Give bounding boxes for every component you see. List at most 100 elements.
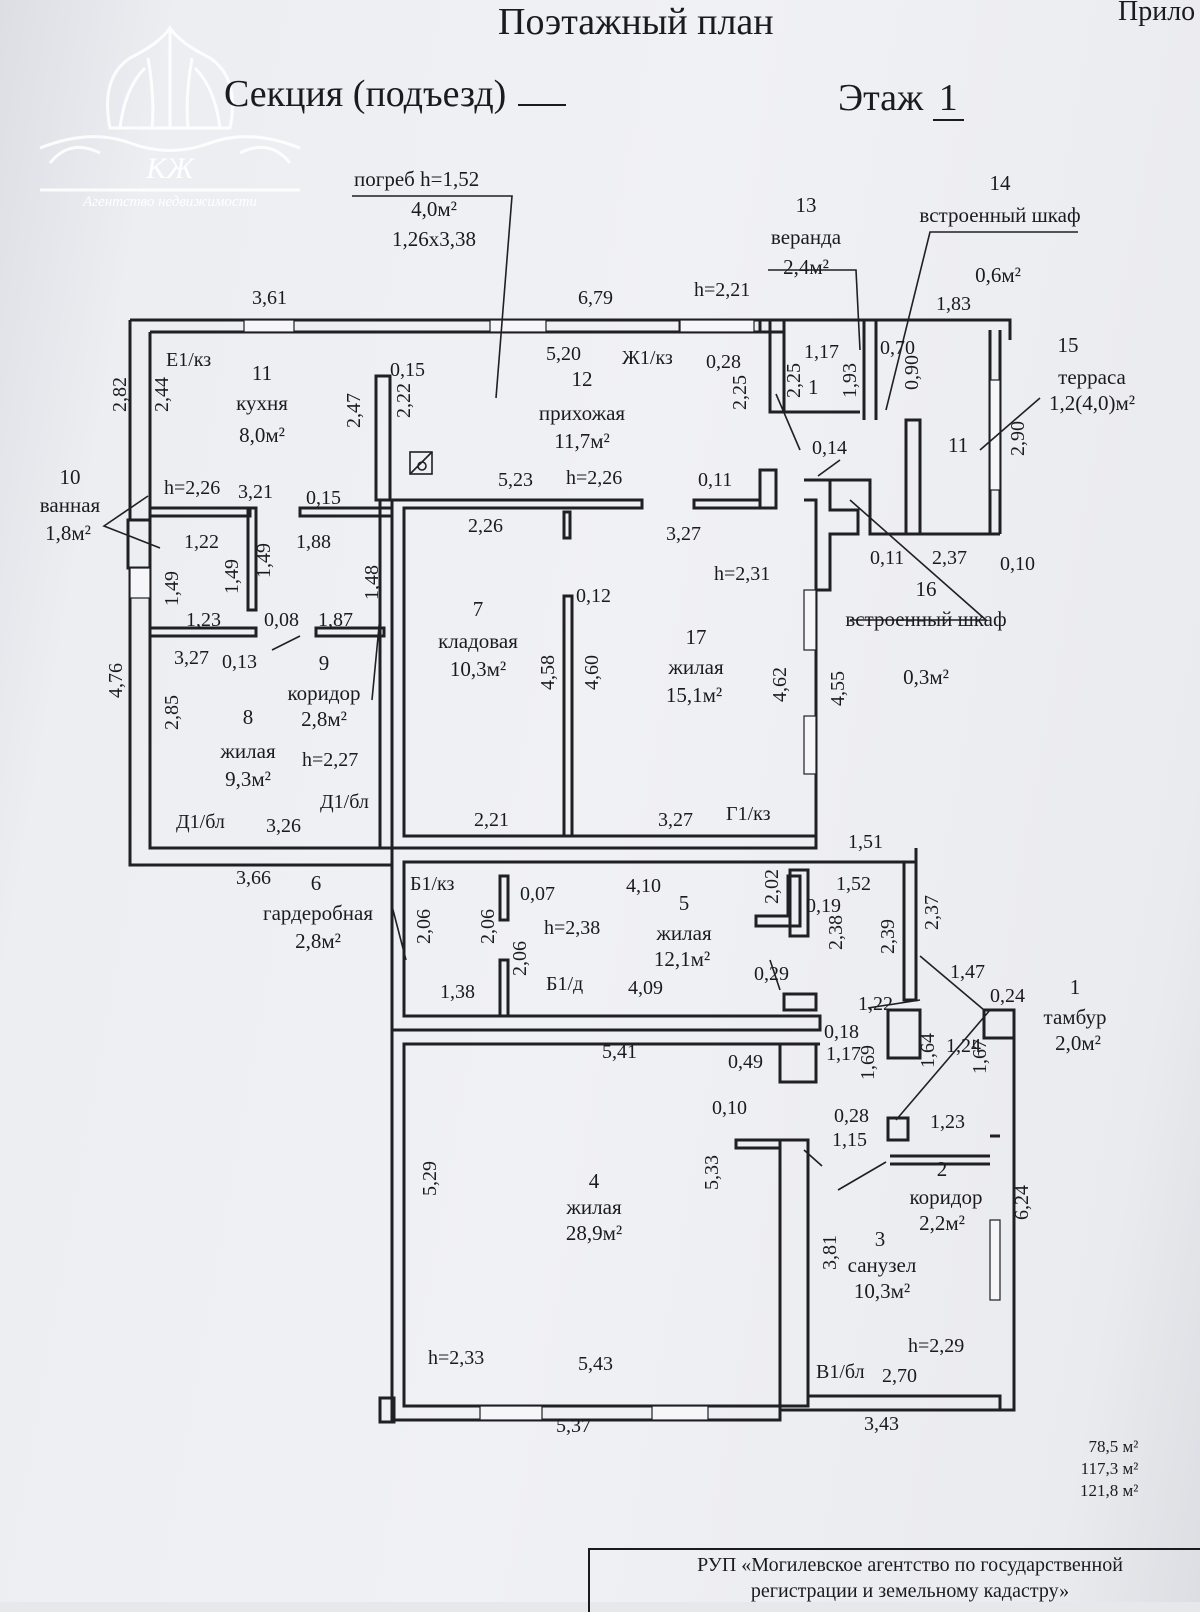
floor-number: 1 bbox=[932, 77, 964, 121]
dimension-value: 3,26 bbox=[266, 815, 301, 837]
dimension-value: 2,22 bbox=[393, 383, 415, 418]
room-6-area: 2,8м² bbox=[295, 929, 341, 953]
wall-mark: Г1/кз bbox=[726, 803, 771, 825]
agency-line-2: регистрации и земельному кадастру» bbox=[750, 1580, 1070, 1602]
dimension-value: 1,47 bbox=[950, 961, 985, 983]
dimension-value: 4,60 bbox=[581, 655, 603, 690]
dimension-value: 1,17 bbox=[826, 1043, 861, 1065]
dimension-value: 5,33 bbox=[701, 1155, 723, 1190]
dimension-value: 1,83 bbox=[936, 293, 971, 315]
room-labels: 1 тамбур 2,0м² 2 коридор 2,2м² 3 санузел… bbox=[40, 167, 1135, 1303]
dimension-value: 1,17 bbox=[804, 341, 839, 363]
dimension-value: 1,22 bbox=[184, 531, 219, 553]
room-10-area: 1,8м² bbox=[45, 521, 91, 545]
room-8-name: жилая bbox=[219, 739, 276, 763]
room-2-number: 2 bbox=[937, 1157, 948, 1181]
room-7-area: 10,3м² bbox=[450, 657, 506, 681]
floor-label: Этаж 1 bbox=[838, 76, 964, 121]
room-1-number: 1 bbox=[1070, 975, 1081, 999]
dimension-value: 4,10 bbox=[626, 875, 661, 897]
dimension-value: 5,43 bbox=[578, 1353, 613, 1375]
room-9-area: 2,8м² bbox=[301, 707, 347, 731]
room-3-area: 10,3м² bbox=[854, 1279, 910, 1303]
section-label-text: Секция (подъезд) bbox=[224, 73, 507, 115]
dimension-value: 1,49 bbox=[161, 571, 183, 606]
height-label: h=2,33 bbox=[428, 1347, 484, 1369]
room-10-number: 10 bbox=[60, 465, 81, 489]
height-label: h=2,29 bbox=[908, 1335, 964, 1357]
total-area-2: 117,3 м² bbox=[1080, 1459, 1139, 1478]
dimension-value: 1,69 bbox=[857, 1045, 879, 1080]
wall-mark: Ж1/кз bbox=[622, 347, 673, 369]
dimension-value: 2,37 bbox=[932, 547, 967, 569]
dimension-value: 0,10 bbox=[712, 1097, 747, 1119]
area-totals: 78,5 м² 117,3 м² 121,8 м² bbox=[1080, 1436, 1138, 1502]
dimension-value: 2,06 bbox=[413, 909, 435, 944]
dimension-value: 2,90 bbox=[1007, 421, 1029, 456]
room-8-area: 9,3м² bbox=[225, 767, 271, 791]
dimension-value: 3,66 bbox=[236, 867, 271, 889]
dimension-value: 2,44 bbox=[151, 377, 173, 412]
dimension-value: 2,02 bbox=[761, 869, 783, 904]
height-labels: h=2,21 h=2,26 h=2,26 h=2,31 h=2,27 h=2,3… bbox=[164, 279, 964, 1369]
height-label: h=2,21 bbox=[694, 279, 750, 301]
appendix-label: Прило bbox=[1118, 0, 1196, 27]
section-label: Секция (подъезд) bbox=[224, 72, 567, 116]
dimension-value: 1,23 bbox=[186, 609, 221, 631]
dimension-value: 1,48 bbox=[361, 565, 383, 600]
room-5-area: 12,1м² bbox=[654, 947, 710, 971]
room-15-name: терраса bbox=[1058, 365, 1126, 389]
dimension-value: 0,11 bbox=[870, 547, 904, 569]
dimension-value: 0,19 bbox=[806, 895, 841, 917]
room-14-name: встроенный шкаф bbox=[919, 203, 1080, 227]
dimension-value: 6,24 bbox=[1011, 1185, 1033, 1220]
room-16-number: 16 bbox=[916, 577, 937, 601]
dimension-value: 1,23 bbox=[930, 1111, 965, 1133]
dimension-value: 0,90 bbox=[901, 355, 923, 390]
dimension-value: 0,08 bbox=[264, 609, 299, 631]
room-10-name: ванная bbox=[40, 493, 101, 517]
room-17-number: 17 bbox=[686, 625, 707, 649]
agency-stamp: РУП «Могилевское агентство по государств… bbox=[588, 1548, 1200, 1612]
height-label: h=2,26 bbox=[566, 467, 622, 489]
room-13-number: 13 bbox=[796, 193, 817, 217]
dimension-value: 2,47 bbox=[343, 393, 365, 428]
dimension-value: 4,09 bbox=[628, 977, 663, 999]
dimension-value: 0,70 bbox=[880, 337, 915, 359]
room-5-name: жилая bbox=[655, 921, 712, 945]
dimension-value: 5,20 bbox=[546, 343, 581, 365]
wall-mark: Д1/бл bbox=[176, 811, 225, 833]
room-9-name: коридор bbox=[287, 681, 360, 705]
watermark-monogram: КЖ bbox=[145, 152, 195, 185]
dimension-value: 2,21 bbox=[474, 809, 509, 831]
dimension-value: 2,85 bbox=[161, 695, 183, 730]
wall-mark: Е1/кз bbox=[166, 349, 211, 371]
cellar-label: погреб h=1,52 bbox=[354, 167, 479, 191]
room-11-number: 11 bbox=[252, 361, 272, 385]
total-area-3: 121,8 м² bbox=[1080, 1481, 1139, 1500]
dimension-value: 3,43 bbox=[864, 1413, 899, 1435]
dimension-value: 0,18 bbox=[824, 1021, 859, 1043]
room-8-number: 8 bbox=[243, 705, 254, 729]
dimension-value: 0,14 bbox=[812, 437, 847, 459]
room-12-area: 11,7м² bbox=[554, 429, 610, 453]
dimension-value: 1,64 bbox=[917, 1033, 939, 1068]
dimension-value: 0,28 bbox=[834, 1105, 869, 1127]
dimension-value: 1,22 bbox=[858, 993, 893, 1015]
dimension-value: 4,76 bbox=[105, 663, 127, 698]
room-4-number: 4 bbox=[589, 1169, 600, 1193]
dimension-value: 2,06 bbox=[477, 909, 499, 944]
room-7-name: кладовая bbox=[438, 629, 518, 653]
dimension-value: 1,67 bbox=[969, 1039, 991, 1074]
wall-marks: Е1/кз Ж1/кз Д1/бл Д1/бл Г1/кз Б1/кз Б1/д… bbox=[166, 347, 865, 1383]
dimension-value: 2,82 bbox=[109, 377, 131, 412]
dimension-value: 2,38 bbox=[825, 915, 847, 950]
room-16-area: 0,3м² bbox=[903, 665, 949, 689]
dimension-value: 1,51 bbox=[848, 831, 883, 853]
dimension-value: 0,49 bbox=[728, 1051, 763, 1073]
room-4-area: 28,9м² bbox=[566, 1221, 622, 1245]
room-14-area: 0,6м² bbox=[975, 263, 1021, 287]
room-6-number: 6 bbox=[311, 871, 322, 895]
room-9-number: 9 bbox=[319, 651, 330, 675]
